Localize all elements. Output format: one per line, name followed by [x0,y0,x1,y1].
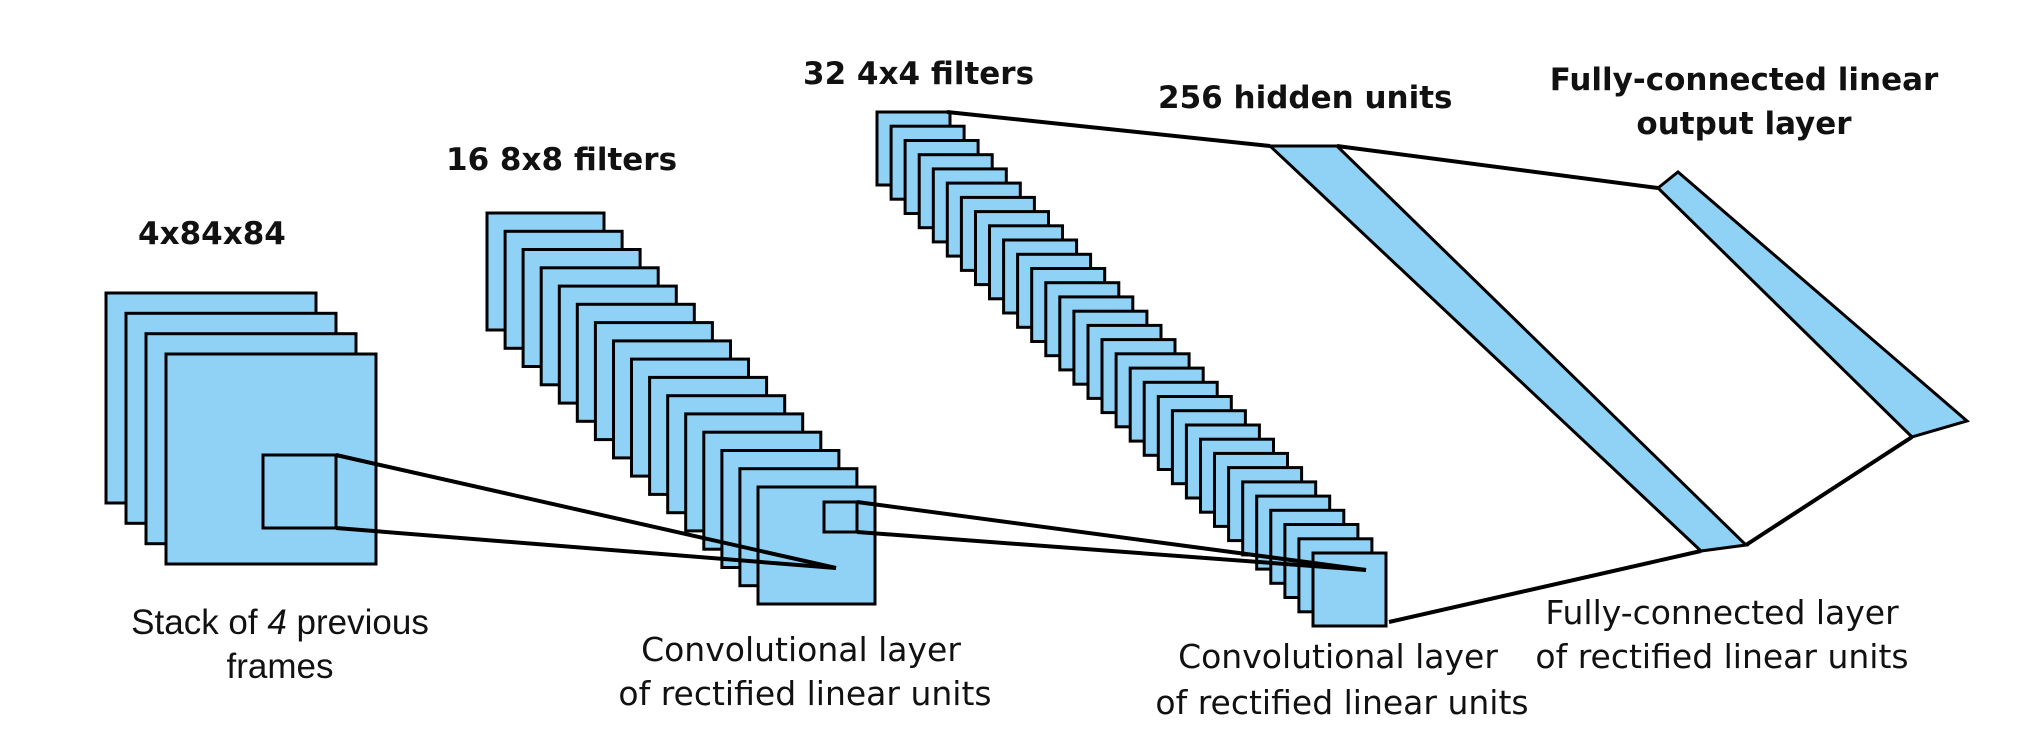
fc-to-output-top-line [1336,144,1659,190]
input-size-label: 4x84x84 [138,216,286,252]
conv1-filters-label: 16 8x8 filters [446,142,677,178]
conv2-filters-label: 32 4x4 filters [803,56,1034,92]
conv1-receptive-field [822,500,859,534]
conv2-to-fc-bottom-line [1388,549,1702,624]
input-caption-line1: Stack of 4 previous [131,603,429,642]
fc-output-layer [1655,170,1971,439]
conv2-feature-maps-stack [875,110,1388,628]
conv2-projection-line-top [856,500,1367,572]
conv1-projection-line-top [335,453,837,570]
conv1-caption-line2: of rectified linear units [618,674,991,713]
conv2-to-fc-top-line [946,110,1271,148]
input-caption-line2: frames [227,647,334,686]
input-receptive-field [261,453,338,530]
fc-caption-line2: of rectified linear units [1535,637,1908,676]
conv2-caption-line2: of rectified linear units [1155,683,1528,722]
fc-to-output-bottom-line [1744,435,1914,547]
output-layer-label-line1: Fully-connected linear [1550,62,1939,98]
conv1-projection-line-bottom [335,526,837,570]
conv2-feature-map-32 [1311,551,1388,628]
conv2-caption-line1: Convolutional layer [1178,637,1498,676]
input-frames-stack [104,291,378,566]
input-frame-4 [164,352,378,566]
fc-caption-line1: Fully-connected layer [1545,593,1899,632]
conv2-projection-line-bottom [856,530,1367,572]
fc-hidden-layer [1266,144,1750,553]
fc-hidden-units-label: 256 hidden units [1158,80,1453,116]
conv1-caption-line1: Convolutional layer [641,630,961,669]
output-layer-label-line2: output layer [1636,106,1852,142]
